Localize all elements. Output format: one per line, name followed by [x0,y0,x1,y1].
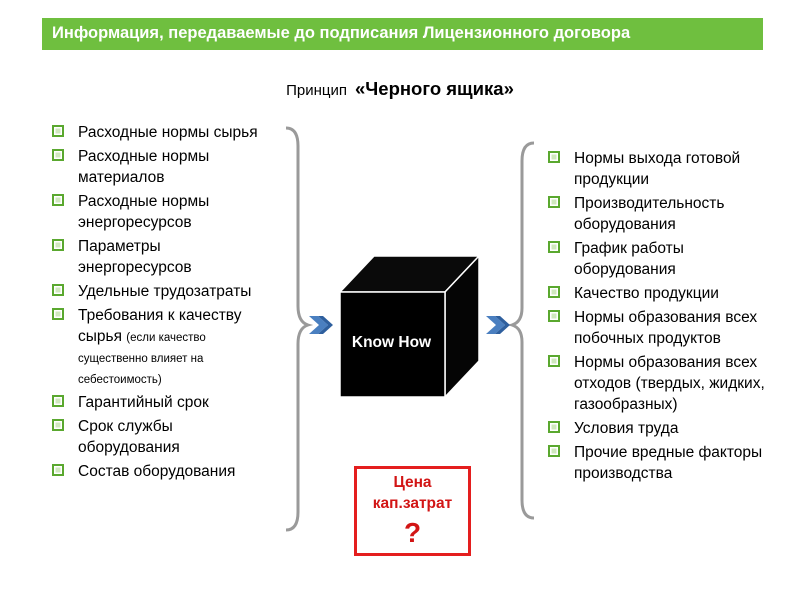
list-item: Производительность оборудования [548,193,776,235]
checkbox-square-icon [52,395,64,407]
list-item-text: Требования к качеству сырья [78,307,242,345]
list-item-text: Расходные нормы энергоресурсов [78,193,210,231]
checkbox-square-icon [548,286,560,298]
black-box-cube [338,254,481,399]
question-mark-icon: ? [403,517,422,548]
checkbox-square-icon [52,239,64,251]
checkbox-square-icon [52,194,64,206]
checkbox-square-icon [52,308,64,320]
list-item-text: Нормы образования всех побочных продукто… [574,309,758,347]
checkbox-square-icon [548,151,560,163]
black-box-label: Know How [351,334,432,351]
list-item-text: Производительность оборудования [574,195,725,233]
list-item: Удельные трудозатраты [52,281,274,302]
list-item-text: Прочие вредные факторы производства [574,444,763,482]
list-item: Срок службы оборудования [52,416,274,458]
double-chevron-right-icon [486,316,510,334]
subtitle-main: «Черного ящика» [355,78,514,99]
output-list: Нормы выхода готовой продукции Производи… [548,148,776,487]
list-item-text: Условия труда [574,420,679,437]
header-title: Информация, передаваемые до подписания Л… [52,24,631,42]
checkbox-square-icon [548,196,560,208]
list-item: Состав оборудования [52,461,274,482]
list-item-text: Нормы образования всех отходов (твердых,… [574,354,765,413]
checkbox-square-icon [52,149,64,161]
list-item: Нормы выхода готовой продукции [548,148,776,190]
list-item-text: Удельные трудозатраты [78,283,252,300]
checkbox-square-icon [548,310,560,322]
checkbox-square-icon [548,241,560,253]
list-item: Условия труда [548,418,776,439]
list-item: Параметры энергоресурсов [52,236,274,278]
list-item-text: Расходные нормы материалов [78,148,210,186]
list-item: Гарантийный срок [52,392,274,413]
subtitle-lead: Принцип [286,82,347,99]
list-item: Расходные нормы сырья [52,122,274,143]
header-bar [42,18,763,50]
checkbox-square-icon [52,419,64,431]
left-brace [285,126,314,532]
price-box: Цена кап.затрат ? [354,466,471,556]
list-item-text: График работы оборудования [574,240,684,278]
double-chevron-right-icon [309,316,333,334]
checkbox-square-icon [52,464,64,476]
price-label: Цена кап.затрат [372,474,453,512]
subtitle: Принцип «Черного ящика» [0,78,800,100]
list-item-text: Состав оборудования [78,463,236,480]
list-item-text: Параметры энергоресурсов [78,238,192,276]
list-item: График работы оборудования [548,238,776,280]
list-item-text: Гарантийный срок [78,394,209,411]
list-item: Нормы образования всех отходов (твердых,… [548,352,776,415]
list-item-text: Расходные нормы сырья [78,124,258,141]
list-item-note: (если качество существенно влияет на себ… [78,332,206,386]
list-item: Качество продукции [548,283,776,304]
checkbox-square-icon [548,445,560,457]
right-brace [506,141,535,520]
checkbox-square-icon [548,355,560,367]
checkbox-square-icon [52,284,64,296]
list-item: Прочие вредные факторы производства [548,442,776,484]
list-item: Расходные нормы энергоресурсов [52,191,274,233]
list-item: Требования к качеству сырья (если качест… [52,305,274,389]
list-item-text: Срок службы оборудования [78,418,180,456]
input-list: Расходные нормы сырья Расходные нормы ма… [52,122,274,485]
checkbox-square-icon [52,125,64,137]
list-item-text: Качество продукции [574,285,719,302]
checkbox-square-icon [548,421,560,433]
list-item: Расходные нормы материалов [52,146,274,188]
list-item-text: Нормы выхода готовой продукции [574,150,741,188]
list-item: Нормы образования всех побочных продукто… [548,307,776,349]
